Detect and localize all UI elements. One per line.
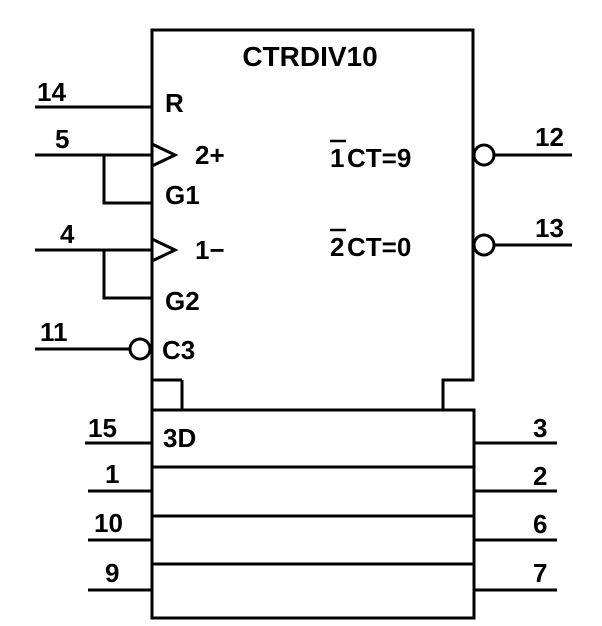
g1-feedback-line [102, 155, 152, 205]
pin-3-label: 3 [533, 413, 547, 443]
pin-15-label: 15 [88, 413, 117, 443]
count-down-label: 1− [195, 235, 225, 265]
pin-7-label: 7 [533, 558, 547, 588]
load-label: C3 [162, 335, 195, 365]
data-d-label: 3D [163, 423, 196, 453]
carry-negation-bubble-icon [472, 143, 496, 167]
pin-10-label: 10 [94, 508, 123, 538]
control-block-outline [150, 28, 475, 412]
count-up-label: 2+ [195, 140, 225, 170]
terminal-down-label: CT=0 [347, 232, 411, 262]
pin-9-label: 9 [105, 558, 119, 588]
reset-label: R [165, 88, 184, 118]
pin-14-label: 14 [37, 77, 66, 107]
pin-13-label: 13 [535, 213, 564, 243]
pin-1-label: 1 [105, 459, 119, 489]
block-title: CTRDIV10 [242, 41, 377, 72]
terminal-up-label: CT=9 [347, 143, 411, 173]
pin-11-label: 11 [40, 317, 68, 347]
up-dynamic-indicator-icon [151, 142, 179, 168]
g2-feedback-line [102, 250, 152, 300]
terminal-down-prefix: 2 [330, 232, 344, 262]
pin-2-label: 2 [533, 461, 547, 491]
borrow-negation-bubble-icon [472, 233, 496, 257]
down-dynamic-indicator-icon [151, 237, 179, 263]
pin-4-label: 4 [60, 219, 75, 249]
pin-12-label: 12 [535, 122, 564, 152]
g2-label: G2 [165, 286, 200, 316]
terminal-up-prefix: 1 [330, 143, 344, 173]
load-negation-bubble-icon [128, 337, 152, 361]
pin-6-label: 6 [533, 509, 547, 539]
g1-label: G1 [165, 180, 200, 210]
pin-5-label: 5 [55, 124, 69, 154]
register-block-outline [150, 408, 476, 620]
